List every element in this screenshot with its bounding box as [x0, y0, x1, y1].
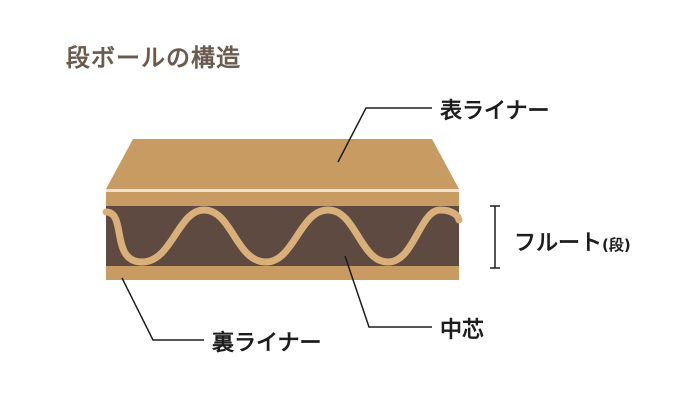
- bottom-liner-label: 裏ライナー: [212, 331, 322, 356]
- bottom-liner-leader: [121, 277, 204, 341]
- medium-leader: [344, 255, 432, 328]
- top-liner-front: [106, 192, 459, 206]
- top-liner-label: 表ライナー: [440, 99, 550, 124]
- bottom-liner: [106, 266, 459, 280]
- medium-wave: [102, 206, 463, 266]
- diagram-title: 段ボールの構造: [66, 44, 241, 72]
- top-liner-edge: [106, 189, 459, 192]
- flute-label-main: フルート: [514, 231, 603, 256]
- top-liner-face: [106, 139, 459, 189]
- medium-label: 中芯: [440, 318, 485, 343]
- flute-label-suffix: (段): [602, 236, 631, 254]
- top-liner-leader: [337, 107, 432, 163]
- flute-label: フルート(段): [514, 225, 631, 257]
